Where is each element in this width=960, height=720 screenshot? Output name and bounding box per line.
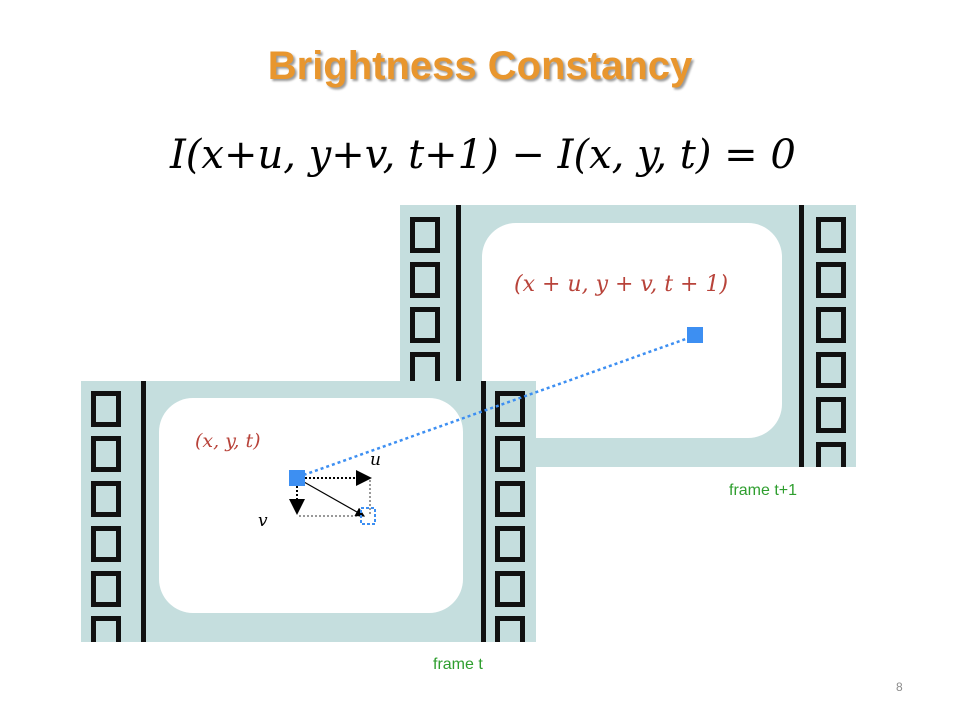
page-number: 8 <box>896 680 903 694</box>
film-strip-left <box>81 381 139 642</box>
film-strip-right <box>812 205 856 467</box>
film-strip-right <box>491 381 536 642</box>
displacement-arrow <box>303 481 366 517</box>
caption-frame-t-plus-1: frame t+1 <box>729 482 798 499</box>
caption-frame-t: frame t <box>433 656 483 673</box>
v-label: v <box>258 511 268 531</box>
brightness-constancy-equation: I(x+u, y+v, t+1) − I(x, y, t) = 0 <box>170 132 796 178</box>
film-strip-bar <box>481 381 486 642</box>
slide-title: Brightness Constancy <box>267 44 693 88</box>
film-strip-bar <box>141 381 146 642</box>
frame-t <box>81 381 536 642</box>
correspondence-line <box>297 334 695 479</box>
point-marker-next <box>687 327 703 343</box>
frame-screen <box>159 398 463 613</box>
point-marker-current <box>289 470 305 486</box>
point-label-current: (x, y, t) <box>195 430 261 452</box>
u-label: u <box>370 450 381 470</box>
predicted-point-marker <box>360 507 376 525</box>
point-label-next: (x + u, y + v, t + 1) <box>514 272 729 297</box>
film-strip-bar <box>799 205 804 467</box>
film-strip-bar <box>456 205 461 467</box>
